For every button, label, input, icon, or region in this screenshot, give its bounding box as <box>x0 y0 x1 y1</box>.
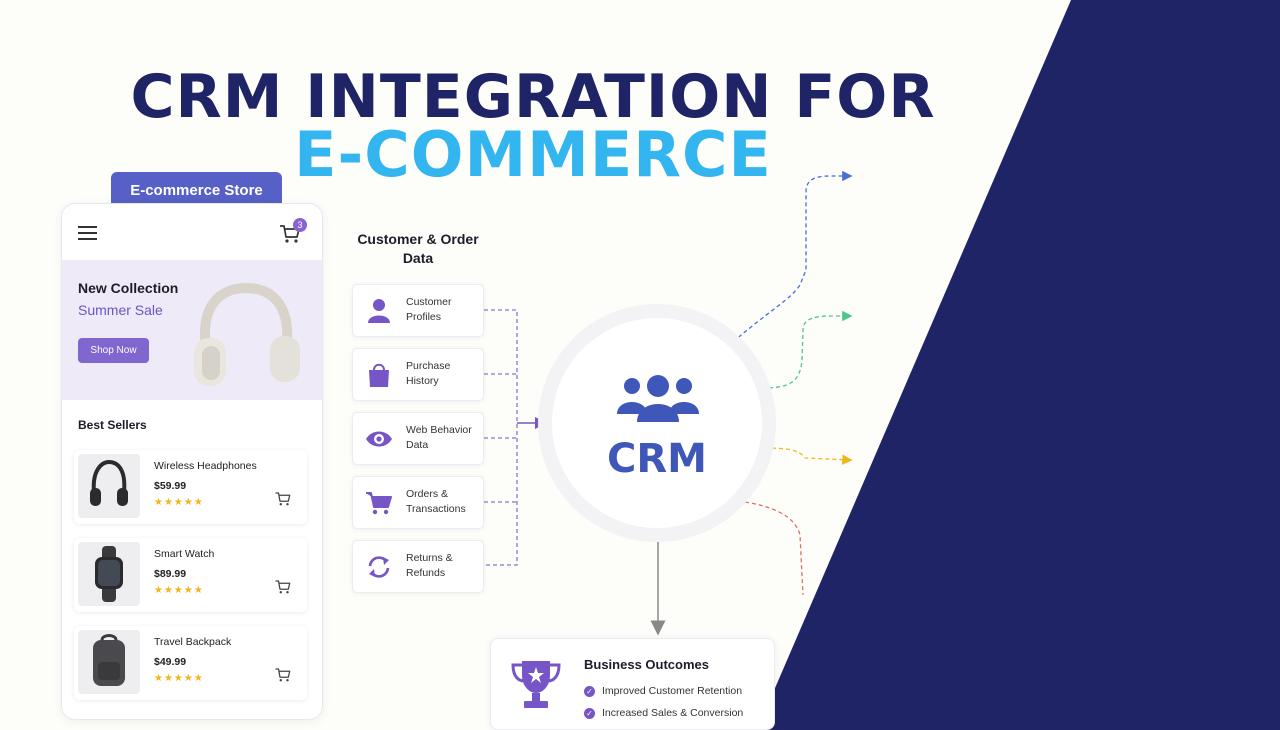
data-card-web-behavior: Web Behavior Data <box>352 412 484 465</box>
person-icon <box>368 299 390 323</box>
users-group-icon <box>617 375 699 422</box>
product-card[interactable]: Travel Backpack $49.99 ★★★★★ <box>74 626 307 700</box>
hero-title: New Collection <box>78 280 179 296</box>
hero-banner: New Collection Summer Sale Shop Now <box>62 260 322 400</box>
product-name: Wireless Headphones <box>154 460 257 472</box>
title-line-1: CRM INTEGRATION FOR <box>130 62 936 132</box>
check-icon: ✓ <box>584 707 595 719</box>
store-tab-label: E-commerce Store <box>111 172 282 208</box>
headphones-image <box>194 282 300 386</box>
product-name: Travel Backpack <box>154 636 232 648</box>
phone-mockup: 3 New Collection Summer Sale Shop Now Be… <box>61 203 323 720</box>
data-card-orders-transactions: Orders & Transactions <box>352 476 484 529</box>
product-price: $89.99 <box>154 568 187 580</box>
add-to-cart-icon[interactable] <box>274 666 292 684</box>
cart-icon <box>366 492 392 515</box>
check-icon: ✓ <box>584 685 595 697</box>
title-line-2: E-COMMERCE <box>294 118 772 191</box>
outcome-label: Improved Customer Retention <box>602 685 743 697</box>
data-card-label: Web Behavior Data <box>406 424 472 451</box>
product-card[interactable]: Wireless Headphones $59.99 ★★★★★ <box>74 450 307 524</box>
product-price: $49.99 <box>154 656 187 668</box>
product-price: $59.99 <box>154 480 187 492</box>
smart-watch-thumbnail <box>78 542 140 606</box>
eye-icon <box>366 431 392 447</box>
data-card-label: Orders & Transactions <box>406 488 466 515</box>
outcome-label: Increased Sales & Conversion <box>602 707 744 719</box>
data-card-label: Returns & Refunds <box>406 552 453 579</box>
product-name: Smart Watch <box>154 548 215 560</box>
business-outcomes-card: Business Outcomes ✓ Improved Customer Re… <box>490 638 775 730</box>
product-rating: ★★★★★ <box>154 497 204 508</box>
add-to-cart-icon[interactable] <box>274 578 292 596</box>
data-card-returns-refunds: Returns & Refunds <box>352 540 484 593</box>
crm-hub: CRM <box>552 318 762 528</box>
cart-count-badge: 3 <box>293 218 307 232</box>
trophy-icon <box>511 661 561 708</box>
product-rating: ★★★★★ <box>154 673 204 684</box>
backpack-thumbnail <box>78 630 140 694</box>
shop-now-button[interactable]: Shop Now <box>78 338 149 363</box>
product-card[interactable]: Smart Watch $89.99 ★★★★★ <box>74 538 307 612</box>
product-rating: ★★★★★ <box>154 585 204 596</box>
outcome-item: ✓ Improved Customer Retention <box>584 685 742 697</box>
hamburger-menu-icon[interactable] <box>78 226 97 240</box>
shopping-bag-icon <box>369 363 389 387</box>
customer-data-heading: Customer & Order Data <box>357 231 479 266</box>
outcomes-title: Business Outcomes <box>584 657 709 672</box>
data-card-customer-profiles: Customer Profiles <box>352 284 484 337</box>
data-card-label: Purchase History <box>406 360 451 387</box>
add-to-cart-icon[interactable] <box>274 490 292 508</box>
data-card-purchase-history: Purchase History <box>352 348 484 401</box>
best-sellers-heading: Best Sellers <box>78 418 147 432</box>
crm-label: CRM <box>607 436 707 482</box>
outcome-item: ✓ Increased Sales & Conversion <box>584 707 743 719</box>
hero-subtitle: Summer Sale <box>78 302 163 318</box>
headphones-thumbnail <box>78 454 140 518</box>
refresh-icon <box>368 556 390 578</box>
data-card-label: Customer Profiles <box>406 296 452 323</box>
